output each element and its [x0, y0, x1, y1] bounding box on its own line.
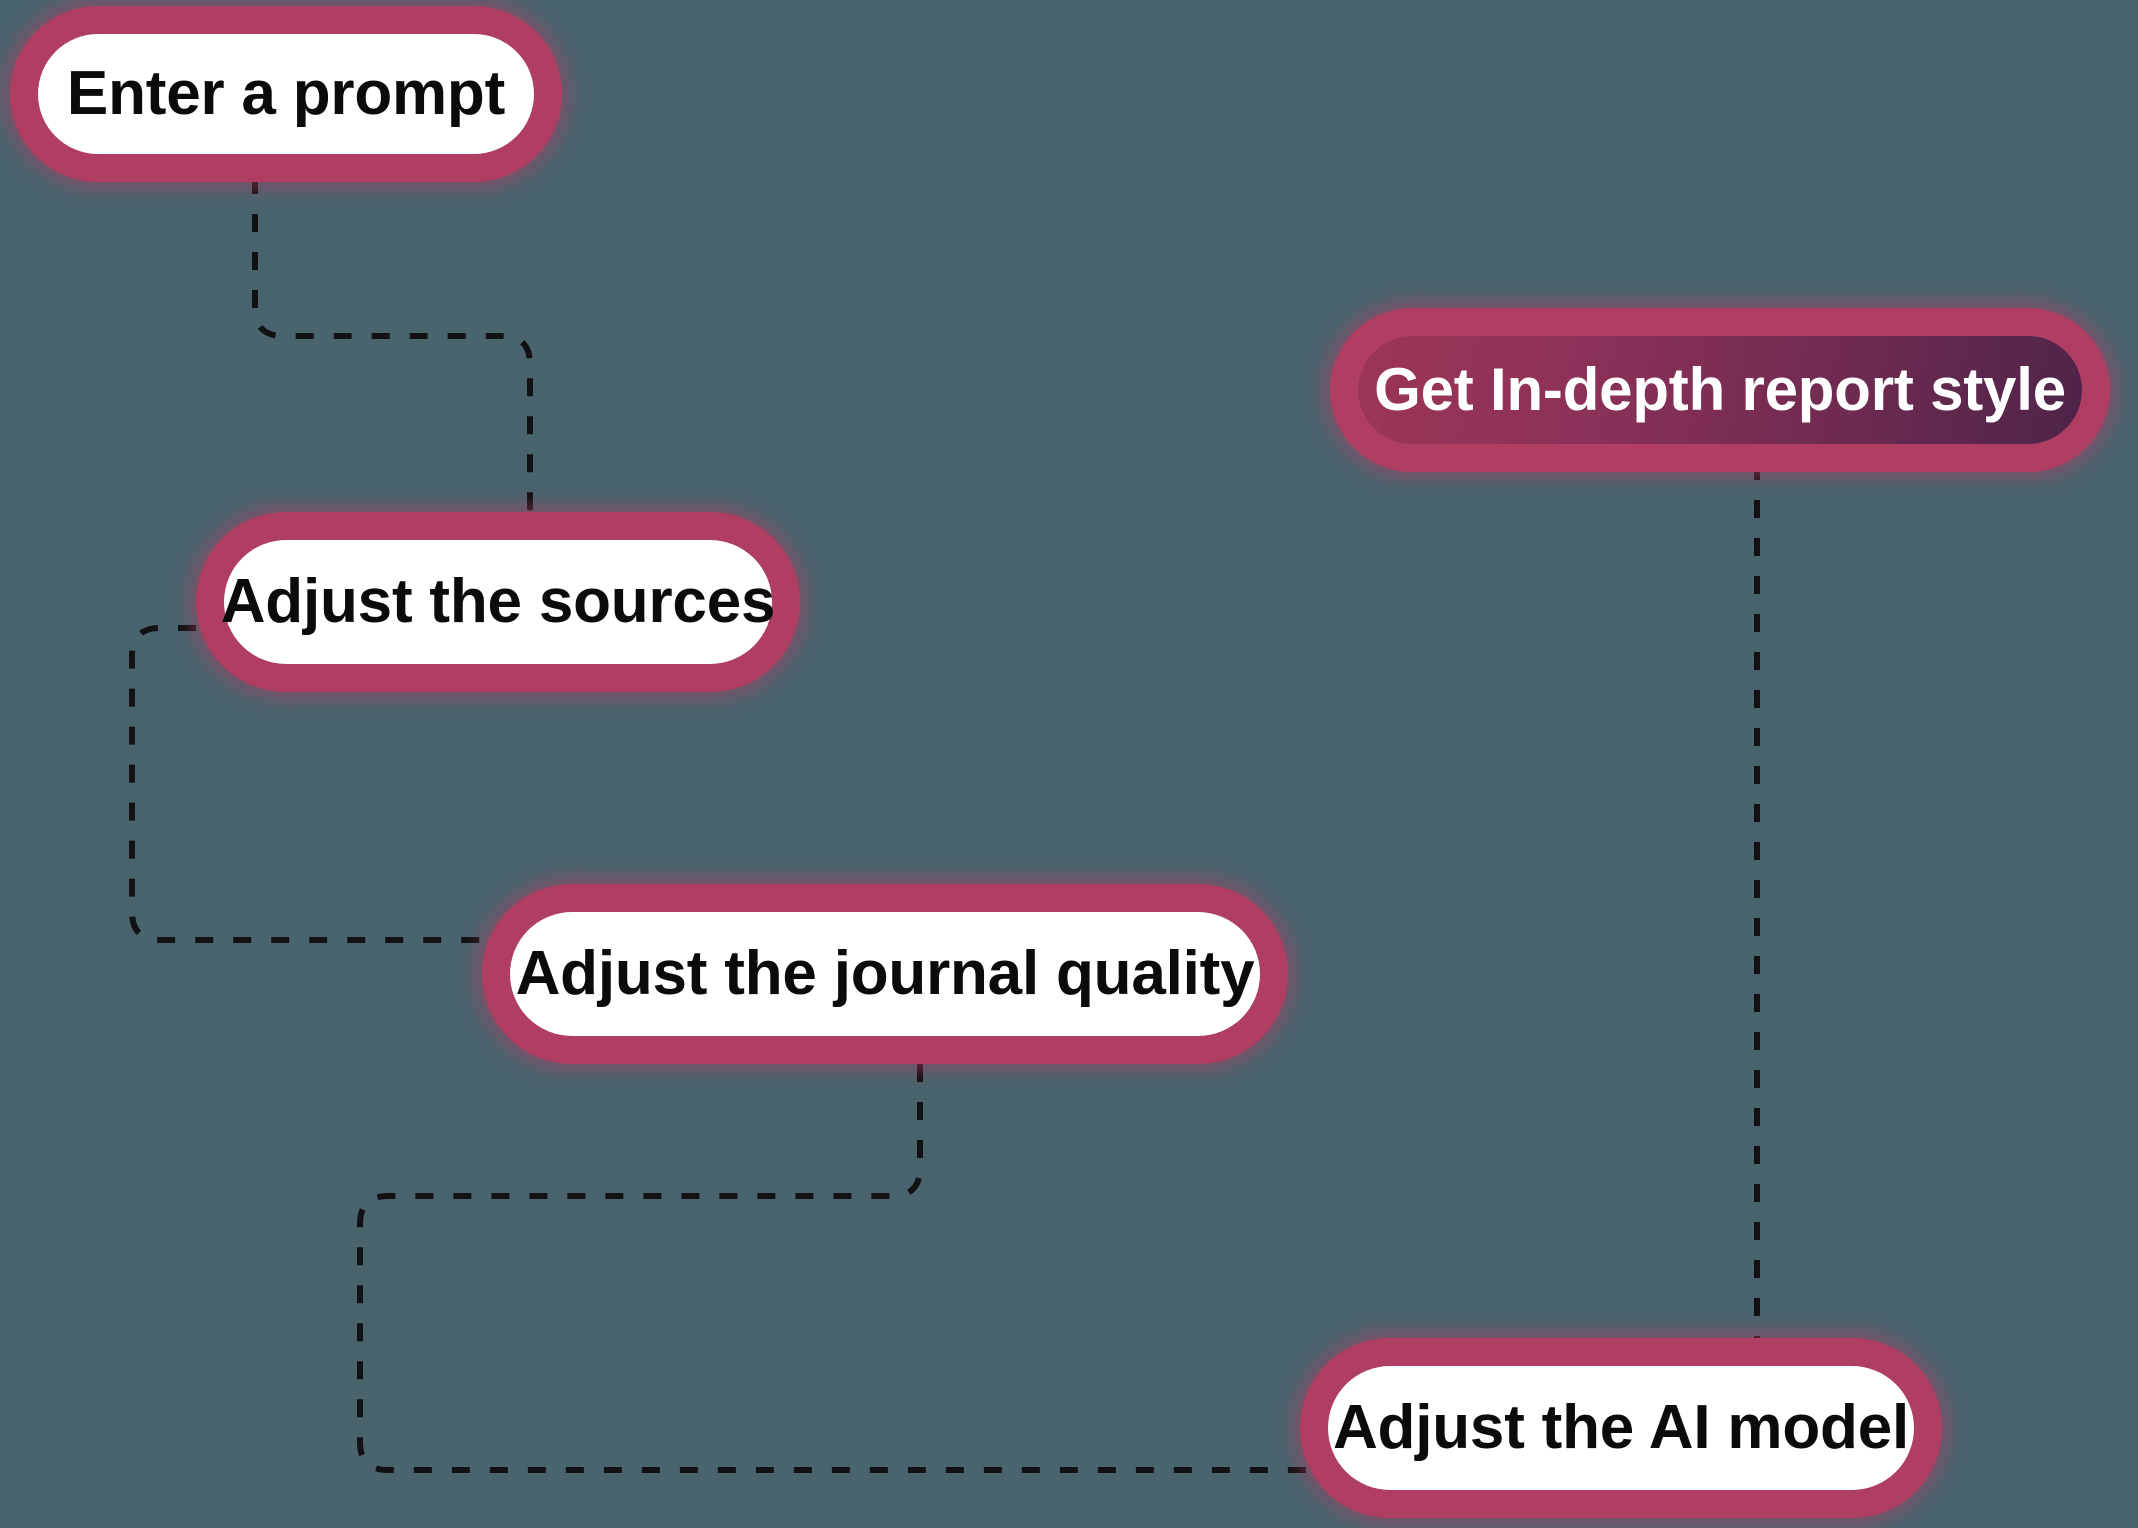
- node-fill: [1358, 336, 2082, 444]
- node-fill: [224, 540, 772, 664]
- node-label: Adjust the journal quality: [515, 939, 1255, 1008]
- node-fill: [38, 34, 534, 154]
- edge-journal-to-aimodel: [357, 1064, 1312, 1473]
- edge-sources-to-journal: [129, 625, 500, 943]
- node-adjust-the-journal-quality[interactable]: Adjust the journal quality: [482, 884, 1288, 1064]
- node-label: Get In-depth report style: [1374, 356, 2066, 423]
- node-enter-a-prompt[interactable]: Enter a prompt: [10, 6, 562, 182]
- node-fill: [510, 912, 1260, 1036]
- node-label: Adjust the sources: [220, 567, 776, 636]
- node-get-in-depth-report-style[interactable]: Get In-depth report style: [1330, 308, 2110, 472]
- node-label: Adjust the AI model: [1332, 1393, 1910, 1462]
- edge-prompt-to-sources: [252, 176, 533, 524]
- node-adjust-the-sources[interactable]: Adjust the sources: [196, 512, 800, 692]
- node-fill: [1328, 1366, 1914, 1490]
- node-adjust-the-ai-model[interactable]: Adjust the AI model: [1300, 1338, 1942, 1518]
- node-label: Enter a prompt: [66, 59, 506, 128]
